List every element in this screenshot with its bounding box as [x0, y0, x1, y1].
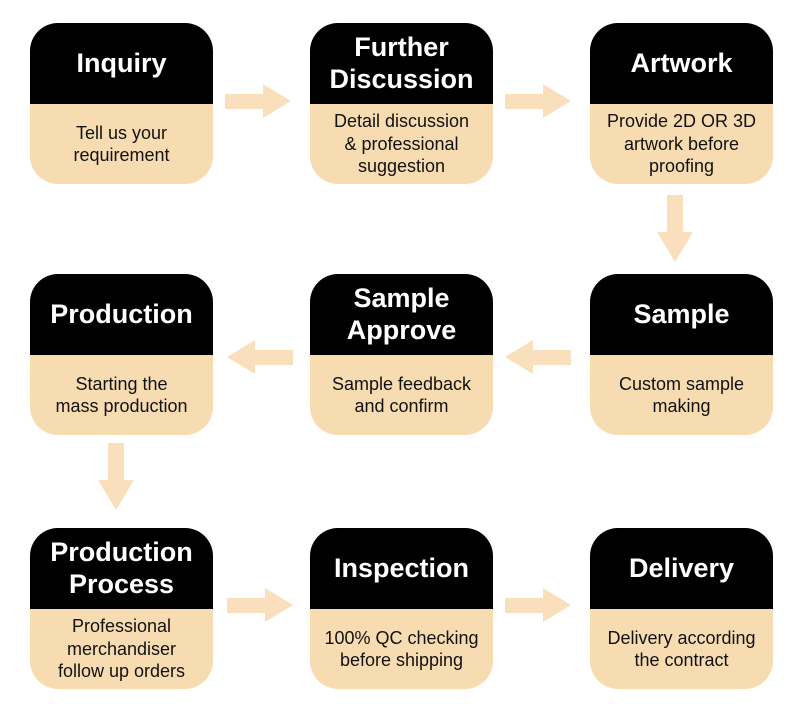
arrow-shaft [505, 93, 543, 109]
step-title-bar: Sample [590, 274, 773, 355]
step-card-inspection: Inspection 100% QC checking before shipp… [310, 528, 493, 689]
step-card-further-discussion: Further Discussion Detail discussion & p… [310, 23, 493, 184]
step-description-area: 100% QC checking before shipping [310, 609, 493, 689]
step-card-artwork: Artwork Provide 2D OR 3D artwork before … [590, 23, 773, 184]
step-card-production: Production Starting the mass production [30, 274, 213, 435]
step-card-delivery: Delivery Delivery according the contract [590, 528, 773, 689]
step-title-bar: Sample Approve [310, 274, 493, 355]
step-title-bar: Inquiry [30, 23, 213, 104]
step-description: Sample feedback and confirm [331, 373, 472, 417]
arrow-right-icon [505, 84, 571, 118]
step-title-bar: Inspection [310, 528, 493, 609]
step-description: Detail discussion & professional suggest… [333, 111, 470, 177]
step-title: Inspection [333, 552, 469, 583]
step-title-bar: Artwork [590, 23, 773, 104]
step-description: Provide 2D OR 3D artwork before proofing [606, 111, 757, 177]
step-description: Custom sample making [618, 373, 745, 417]
step-card-sample: Sample Custom sample making [590, 274, 773, 435]
step-description: 100% QC checking before shipping [324, 627, 479, 671]
step-title-bar: Production Process [30, 528, 213, 609]
step-title: Sample [633, 298, 730, 329]
arrow-shaft [227, 597, 265, 613]
arrow-head [98, 480, 134, 510]
step-card-production-process: Production Process Professional merchand… [30, 528, 213, 689]
step-description: Starting the mass production [55, 373, 188, 417]
step-description-area: Delivery according the contract [590, 609, 773, 689]
step-title: Production Process [50, 536, 193, 599]
step-description: Tell us your requirement [73, 122, 170, 166]
arrow-left-icon [505, 340, 571, 374]
arrow-right-icon [227, 588, 293, 622]
step-title-bar: Delivery [590, 528, 773, 609]
arrow-head [265, 588, 293, 622]
step-card-sample-approve: Sample Approve Sample feedback and confi… [310, 274, 493, 435]
arrow-head [227, 340, 255, 374]
step-description-area: Custom sample making [590, 355, 773, 435]
arrow-head [505, 340, 533, 374]
step-title-bar: Production [30, 274, 213, 355]
step-description: Delivery according the contract [607, 627, 756, 671]
step-title: Sample Approve [346, 282, 457, 345]
arrow-shaft [225, 93, 263, 109]
arrow-right-icon [225, 84, 291, 118]
arrow-left-icon [227, 340, 293, 374]
arrow-shaft [505, 597, 543, 613]
arrow-shaft [667, 195, 683, 232]
arrow-down-icon [657, 195, 693, 262]
step-description-area: Professional merchandiser follow up orde… [30, 609, 213, 689]
step-title: Inquiry [76, 47, 167, 78]
arrow-down-icon [98, 443, 134, 510]
arrow-shaft [108, 443, 124, 480]
arrow-shaft [255, 349, 293, 365]
step-description-area: Detail discussion & professional suggest… [310, 104, 493, 184]
step-card-inquiry: Inquiry Tell us your requirement [30, 23, 213, 184]
step-title: Delivery [628, 552, 735, 583]
step-description: Professional merchandiser follow up orde… [57, 616, 186, 682]
arrow-shaft [533, 349, 571, 365]
step-title: Artwork [630, 47, 733, 78]
arrow-head [263, 84, 291, 118]
step-description-area: Sample feedback and confirm [310, 355, 493, 435]
step-description-area: Tell us your requirement [30, 104, 213, 184]
step-description-area: Provide 2D OR 3D artwork before proofing [590, 104, 773, 184]
step-title-bar: Further Discussion [310, 23, 493, 104]
step-title: Production [50, 298, 193, 329]
arrow-head [657, 232, 693, 262]
step-title: Further Discussion [329, 31, 474, 94]
arrow-head [543, 588, 571, 622]
step-description-area: Starting the mass production [30, 355, 213, 435]
arrow-head [543, 84, 571, 118]
arrow-right-icon [505, 588, 571, 622]
